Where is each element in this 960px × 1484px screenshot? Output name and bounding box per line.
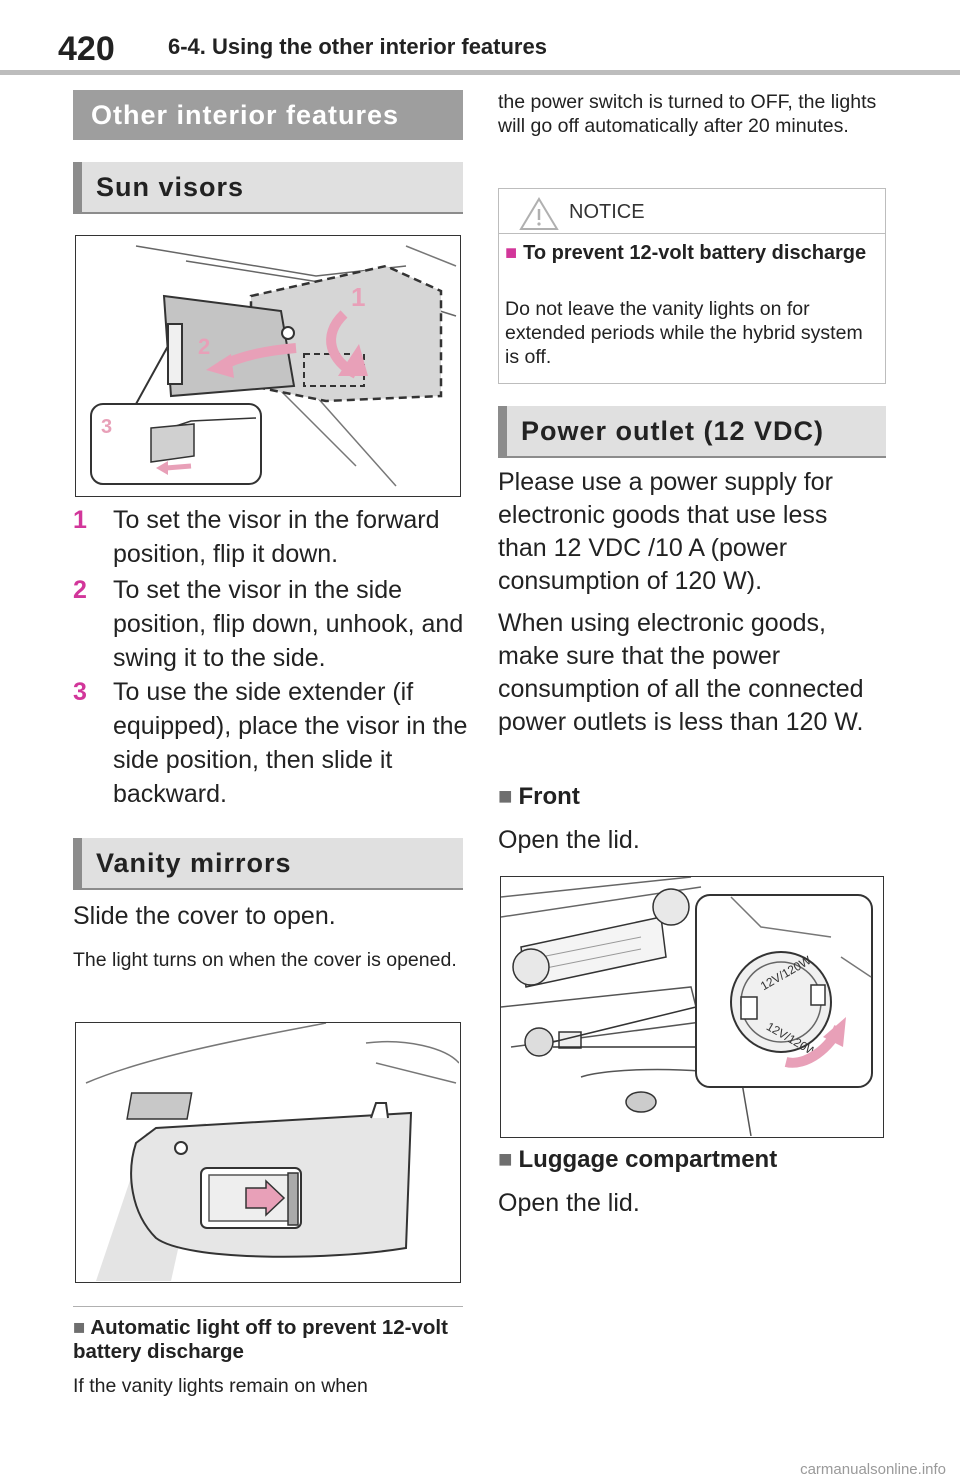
warning-icon xyxy=(519,197,559,230)
heading-text: Vanity mirrors xyxy=(96,847,292,878)
step-text: To set the visor in the forward position… xyxy=(113,506,440,568)
heading-text: Power outlet (12 VDC) xyxy=(521,415,825,446)
heading-sun-visors: Sun visors xyxy=(73,162,463,214)
front-heading-text: Front xyxy=(518,783,580,810)
figure-label-3: 3 xyxy=(101,416,112,438)
front-text: Open the lid. xyxy=(498,826,640,854)
notice-divider xyxy=(499,233,885,234)
step-1: 1 To set the visor in the forward positi… xyxy=(73,503,483,573)
notice-title: NOTICE xyxy=(569,201,645,223)
power-para-2: When using electronic goods, make sure t… xyxy=(498,609,864,736)
watermark: carmanualsonline.info xyxy=(800,1461,946,1478)
header-rule xyxy=(0,70,960,75)
divider xyxy=(73,1306,463,1307)
step-3: 3 To use the side extender (if equipped)… xyxy=(73,675,483,811)
step-text: To use the side extender (if equipped), … xyxy=(113,678,468,808)
step-text: To set the visor in the side position, f… xyxy=(113,576,464,672)
vanity-body: Slide the cover to open. xyxy=(73,902,336,930)
page-number: 420 xyxy=(58,30,115,68)
heading-other-interior-features: Other interior features xyxy=(73,90,463,140)
front-outlet-figure: 12V/120W 12V/120W xyxy=(500,876,884,1138)
section-title: 6-4. Using the other interior features xyxy=(168,34,547,59)
notice-box: NOTICE ■ To prevent 12-volt battery disc… xyxy=(498,188,886,384)
notice-text: Do not leave the vanity lights on for ex… xyxy=(505,298,863,368)
square-bullet-icon: ■ xyxy=(498,783,513,810)
step-number: 1 xyxy=(73,506,87,534)
square-bullet-icon: ■ xyxy=(498,1146,513,1173)
power-para-1: Please use a power supply for electronic… xyxy=(498,468,833,595)
heading-text: Sun visors xyxy=(96,171,245,202)
vanity-note: The light turns on when the cover is ope… xyxy=(73,949,457,971)
square-bullet-icon: ■ xyxy=(505,242,518,264)
figure-label-1: 1 xyxy=(351,282,365,312)
heading-text: Other interior features xyxy=(91,99,400,130)
step-2: 2 To set the visor in the side position,… xyxy=(73,573,483,675)
step-number: 3 xyxy=(73,678,87,706)
sun-visor-figure: 1 2 3 xyxy=(75,235,461,497)
vanity-mirror-figure xyxy=(75,1022,461,1283)
luggage-heading-text: Luggage compartment xyxy=(518,1146,778,1173)
notice-heading: ■ To prevent 12-volt battery discharge xyxy=(505,241,875,265)
auto-light-text: If the vanity lights remain on when xyxy=(73,1375,368,1397)
front-heading: ■Front xyxy=(498,783,580,811)
luggage-text: Open the lid. xyxy=(498,1189,640,1217)
notice-heading-text: To prevent 12-volt battery discharge xyxy=(523,242,867,264)
step-number: 2 xyxy=(73,576,87,604)
luggage-heading: ■Luggage compartment xyxy=(498,1146,777,1174)
heading-power-outlet: Power outlet (12 VDC) xyxy=(498,406,886,458)
continued-text: the power switch is turned to OFF, the l… xyxy=(498,91,877,137)
square-bullet-icon: ■ xyxy=(73,1316,86,1339)
figure-label-2: 2 xyxy=(198,334,210,359)
heading-vanity-mirrors: Vanity mirrors xyxy=(73,838,463,890)
auto-light-heading-text: Automatic light off to prevent 12-volt b… xyxy=(73,1316,448,1363)
auto-light-heading: ■ Automatic light off to prevent 12-volt… xyxy=(73,1316,463,1364)
